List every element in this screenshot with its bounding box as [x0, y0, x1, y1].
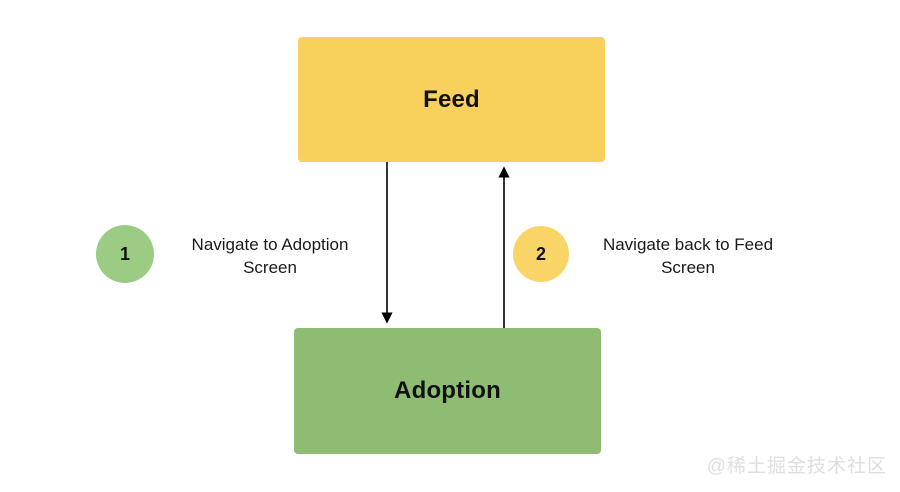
node-adoption: Adoption [294, 328, 601, 454]
node-feed-label: Feed [423, 85, 480, 113]
step-2-badge: 2 [513, 226, 569, 282]
step-2-label: Navigate back to Feed Screen [602, 235, 774, 277]
watermark: @稀土掘金技术社区 [706, 456, 887, 477]
node-feed: Feed [298, 37, 605, 162]
step-1-label: Navigate to Adoption Screen [191, 235, 349, 277]
step-1-badge: 1 [96, 225, 154, 283]
step-1-number: 1 [119, 243, 130, 264]
node-adoption-label: Adoption [394, 377, 501, 404]
step-2-number: 2 [535, 243, 546, 264]
